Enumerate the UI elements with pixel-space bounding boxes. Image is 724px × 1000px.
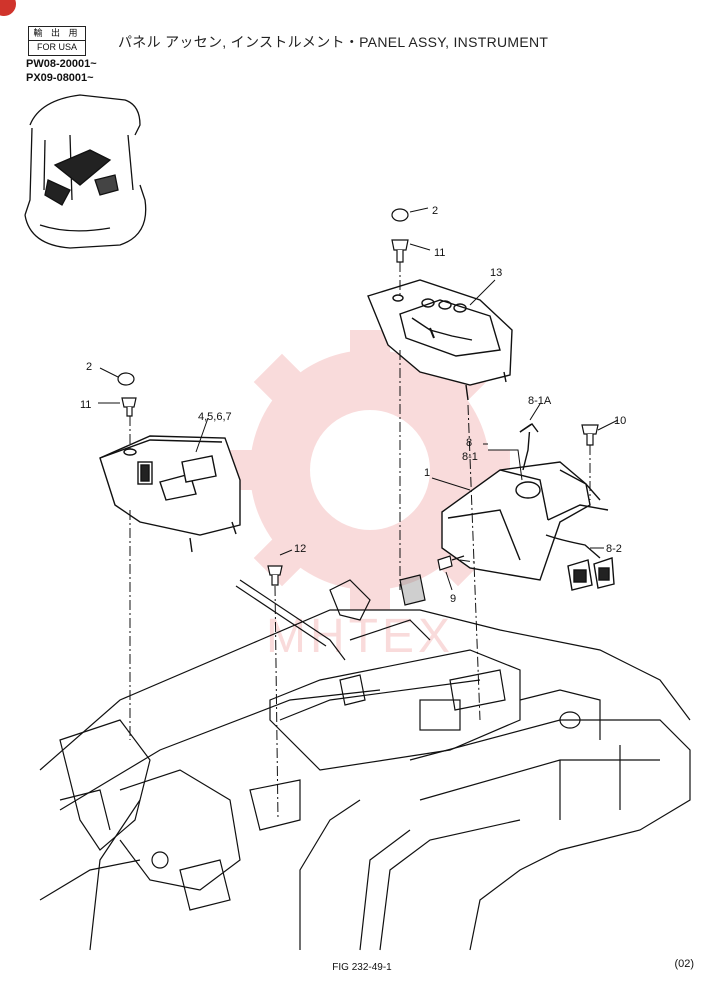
bracket-assembly	[441, 423, 615, 591]
callout-11-left: 11	[80, 399, 91, 411]
callout-2-top: 2	[432, 205, 438, 217]
screw-icon	[121, 397, 137, 408]
callout-8: 8	[466, 437, 472, 449]
callout-10: 10	[614, 415, 626, 427]
chassis-frame	[39, 609, 691, 951]
watermark-text: MHTEX	[266, 610, 454, 663]
machine-thumbnail	[24, 94, 147, 249]
export-stamp: 輸 出 用 FOR USA	[28, 26, 86, 56]
figure-number: FIG 232-49-1	[332, 962, 392, 973]
screw-icon	[391, 239, 409, 251]
instrument-panel	[367, 279, 513, 401]
corner-marker	[0, 0, 16, 16]
left-switch-panel	[99, 435, 241, 553]
watermark-gear-icon	[230, 330, 510, 610]
callout-8-1: 8-1	[462, 451, 478, 463]
leader-lines	[98, 207, 619, 591]
screw-icon	[581, 424, 599, 435]
cap-icon	[391, 208, 409, 222]
callout-8-1a: 8-1A	[528, 395, 552, 407]
screw-icon	[437, 555, 453, 571]
alignment-lines	[129, 262, 591, 821]
screw-icon	[267, 565, 283, 576]
callout-12: 12	[294, 543, 306, 555]
serial-range-2: PX09-08001~	[26, 72, 94, 84]
callout-labels: 2 11 13 2 11 4,5,6,7 8-1A 8 8-1 10 1 12 …	[80, 205, 626, 605]
callout-2-left: 2	[86, 361, 92, 373]
callout-11-top: 11	[434, 247, 445, 259]
callout-1: 1	[424, 467, 430, 479]
stamp-en: FOR USA	[29, 40, 85, 54]
serial-range-1: PW08-20001~	[26, 58, 97, 70]
callout-4567: 4,5,6,7	[198, 411, 232, 423]
callout-8-2: 8-2	[606, 543, 622, 555]
callout-13: 13	[490, 267, 502, 279]
control-block	[235, 574, 521, 771]
diagram-title: パネル アッセン, インストルメント・PANEL ASSY, INSTRUMEN…	[118, 34, 549, 50]
callout-9: 9	[450, 593, 456, 605]
page-number: (02)	[674, 958, 694, 970]
fasteners	[117, 208, 599, 586]
stamp-jp: 輸 出 用	[33, 28, 81, 38]
cap-icon	[117, 372, 135, 386]
